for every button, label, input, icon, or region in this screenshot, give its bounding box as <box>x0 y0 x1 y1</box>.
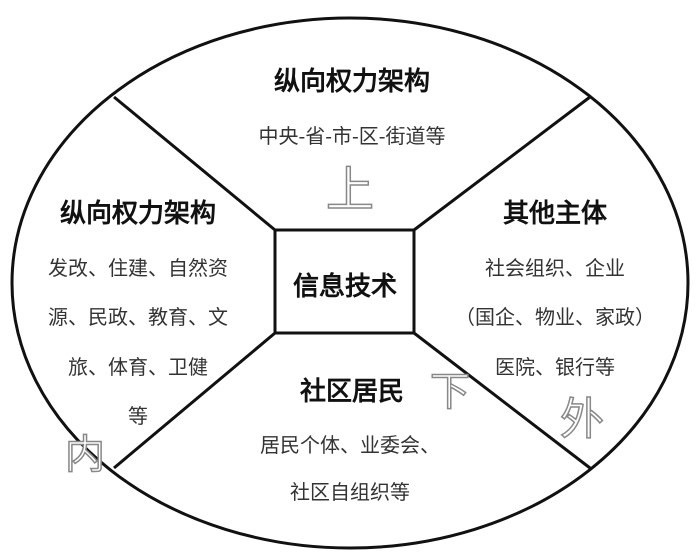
left-line: 旅、体育、卫健 <box>68 355 208 379</box>
top-line: 中央-省-市-区-街道等 <box>258 124 446 148</box>
left-line: 源、民政、教育、文 <box>48 305 228 329</box>
right-title: 其他主体 <box>502 199 608 229</box>
marker-right: 外 <box>559 394 605 445</box>
right-line: 医院、银行等 <box>495 355 615 379</box>
right-line: （国企、物业、家政） <box>455 305 655 329</box>
left-line: 发改、住建、自然资 <box>48 256 228 280</box>
top-title: 纵向权力架构 <box>273 67 431 97</box>
divider-bottom-right <box>413 331 591 470</box>
marker-left: 内 <box>64 432 106 478</box>
divider-top-left <box>113 95 276 232</box>
divider-bottom-left <box>113 331 276 470</box>
marker-bottom: 下 <box>429 369 471 415</box>
left-title: 纵向权力架构 <box>59 199 217 229</box>
bottom-title: 社区居民 <box>299 377 405 407</box>
center-label: 信息技术 <box>292 272 398 302</box>
outer-ellipse <box>10 16 690 550</box>
center-box <box>273 228 416 335</box>
divider-top-right <box>413 95 591 232</box>
bottom-line: 居民个体、业委会、 <box>260 433 440 457</box>
bottom-line: 社区自组织等 <box>290 480 410 504</box>
left-line: 等 <box>128 404 148 428</box>
right-line: 社会组织、企业 <box>485 256 625 280</box>
marker-top: 上 <box>325 162 375 218</box>
